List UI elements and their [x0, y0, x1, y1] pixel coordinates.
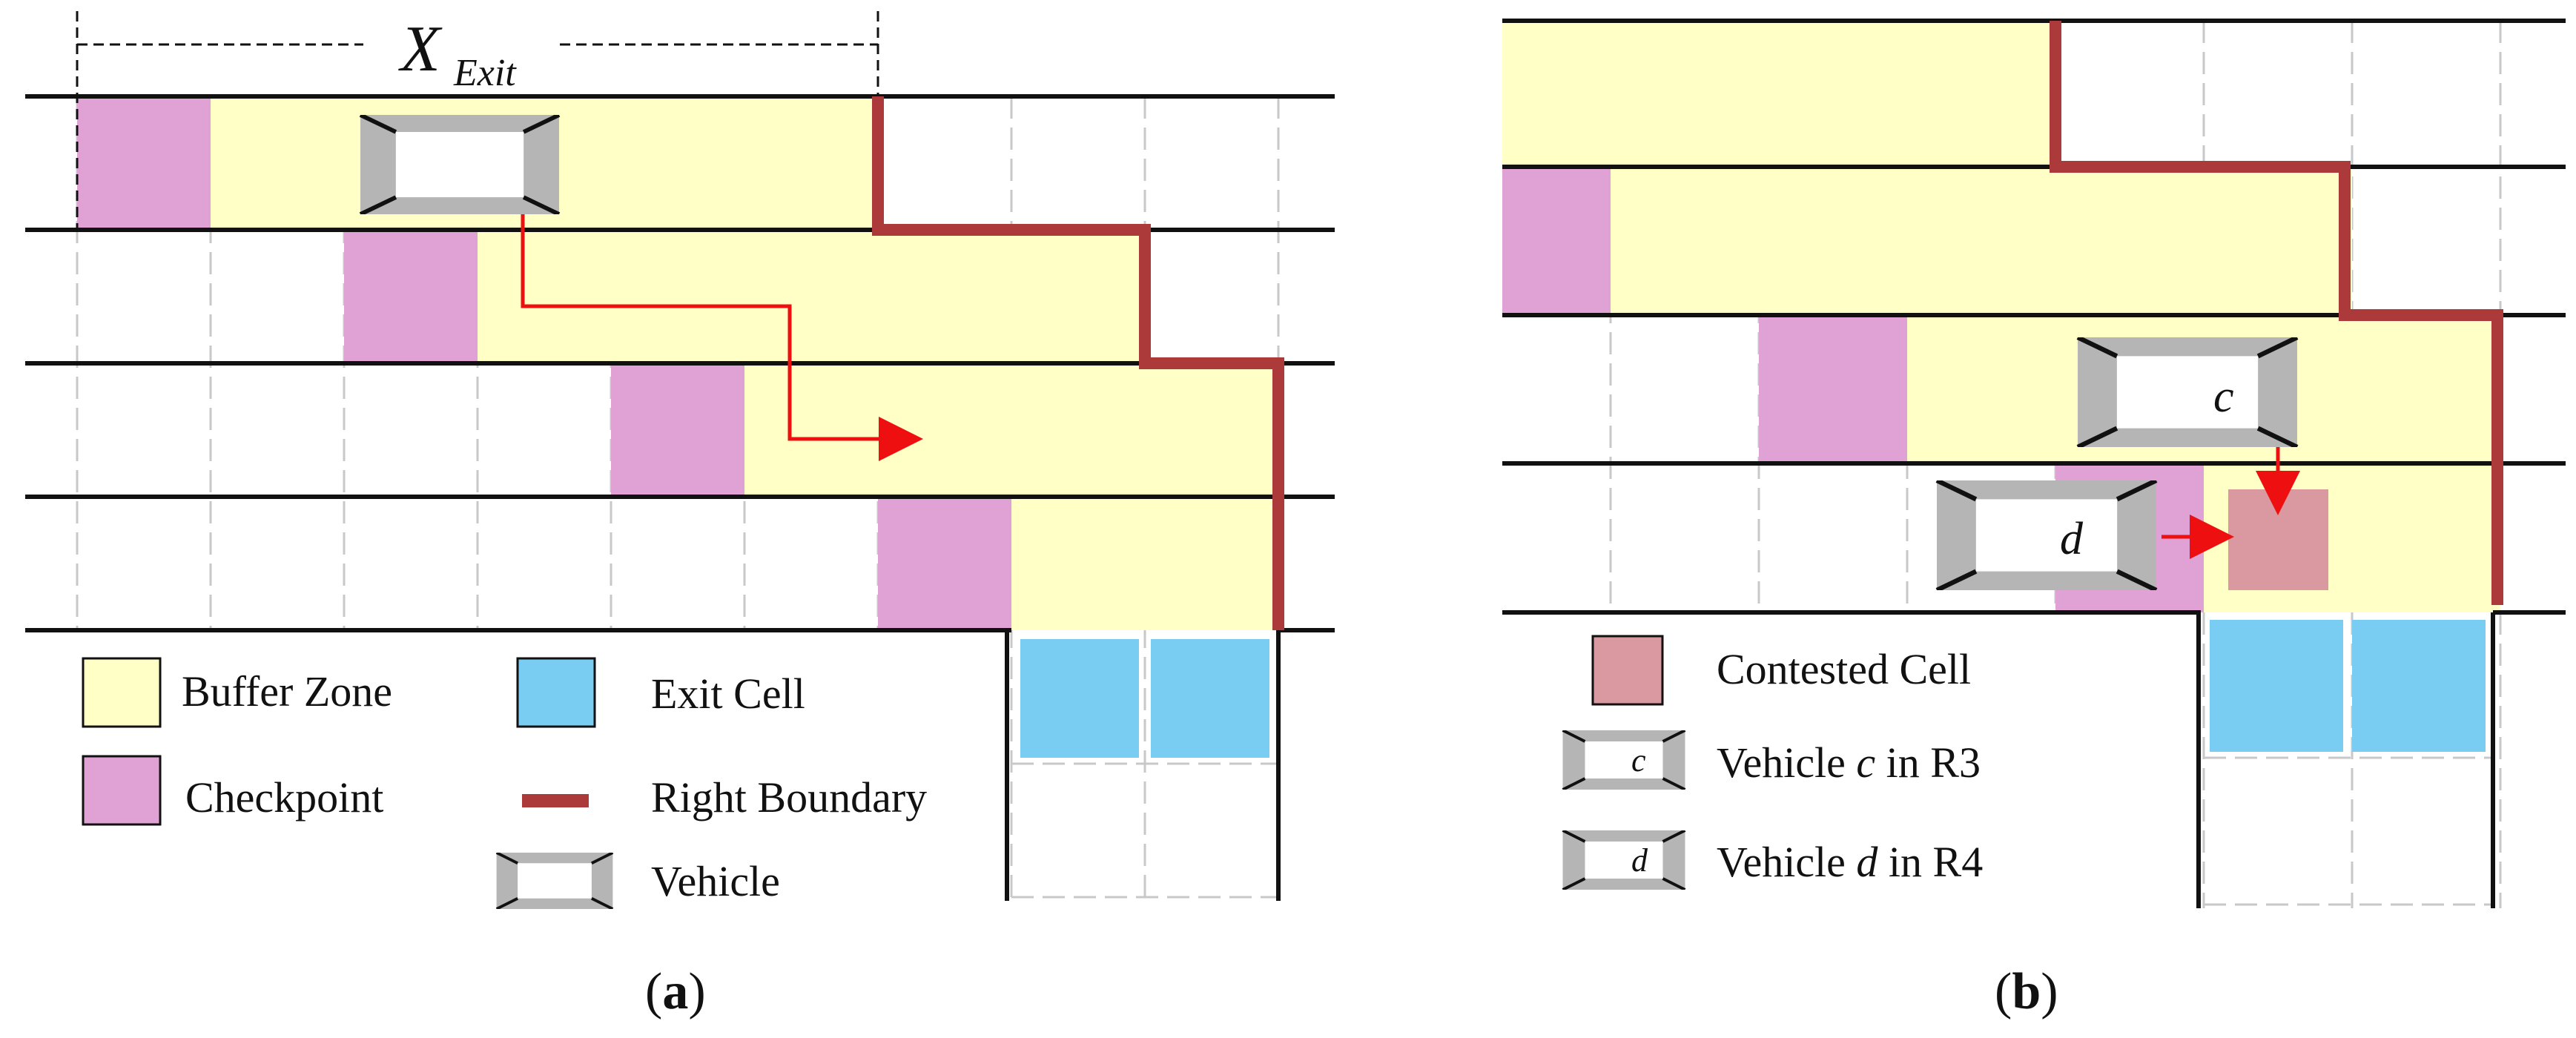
- legend-vehicle-c-icon-letter: c: [1631, 742, 1646, 778]
- caption-b: (b): [1995, 963, 2058, 1020]
- vehicle-c-icon: [2078, 337, 2297, 447]
- legend-vehicle-d-letter: d: [1856, 838, 1878, 886]
- legend-contested-swatch: [1591, 635, 1664, 706]
- checkpoint-cell: [77, 96, 211, 230]
- caption-a: (a): [645, 963, 706, 1020]
- exit-cell: [1020, 639, 1139, 758]
- caption-a-letter: a: [662, 963, 688, 1020]
- caption-b-letter: b: [2012, 963, 2041, 1020]
- legend-buffer-swatch: [82, 657, 162, 728]
- dimension-label-sub: Exit: [453, 52, 517, 94]
- legend-vehicle-c: c: [1563, 730, 1685, 790]
- legend-vehicle-d-prefix: Vehicle: [1717, 838, 1856, 886]
- legend-vehicle-d-suffix: in R4: [1877, 838, 1983, 886]
- legend-right-boundary: Right Boundary: [651, 773, 927, 822]
- vehicle-icon: [360, 115, 559, 214]
- panel-b-exit-cells: [2210, 620, 2486, 752]
- legend-vehicle-c-text: Vehicle c in R3: [1717, 738, 1981, 787]
- legend-vehicle: Vehicle: [651, 857, 780, 905]
- legend-vehicle-d-icon-letter: d: [1631, 842, 1648, 879]
- contested-cell: [2228, 489, 2328, 590]
- checkpoint-cell: [611, 363, 744, 497]
- exit-cell: [2210, 620, 2343, 752]
- vehicle-d-label: d: [2060, 514, 2084, 564]
- legend-vehicle-c-icon: [1563, 730, 1685, 790]
- legend-vehicle-d-text: Vehicle d in R4: [1717, 838, 1983, 886]
- panel-a-legend: Buffer Zone Checkpoint Exit Cell Right B…: [82, 657, 927, 909]
- legend-vehicle-icon: [495, 853, 614, 909]
- panel-a-checkpoints: [77, 96, 1011, 630]
- panel-a-right-boundary: [872, 96, 1284, 630]
- legend-exit-cell: Exit Cell: [651, 670, 805, 718]
- vehicle-d-icon: [1937, 480, 2156, 590]
- panel-a: X Exit Buffer Zone Checkpoint Exit Cell …: [25, 11, 1335, 1020]
- legend-exit-swatch: [516, 657, 596, 728]
- vehicle-c: c: [2078, 337, 2297, 447]
- legend-vehicle-c-letter: c: [1856, 738, 1875, 787]
- legend-buffer-zone: Buffer Zone: [182, 667, 392, 715]
- panel-a-lane-lines: [25, 94, 1335, 901]
- legend-vehicle-d: d: [1563, 830, 1685, 890]
- dimension-x-exit: X Exit: [76, 11, 879, 230]
- vehicle-d: d: [1937, 480, 2156, 590]
- checkpoint-cell: [1502, 167, 1611, 315]
- checkpoint-cell: [878, 497, 1011, 630]
- legend-vehicle-c-prefix: Vehicle: [1717, 738, 1856, 787]
- checkpoint-cell: [1759, 315, 1907, 463]
- checkpoint-cell: [344, 230, 478, 363]
- exit-cell: [1151, 639, 1269, 758]
- legend-checkpoint-swatch: [82, 755, 162, 826]
- panel-b: c d Contested Cell c Vehicle c in R3 d V…: [1502, 19, 2566, 1020]
- panel-b-right-boundary: [2050, 21, 2503, 605]
- panel-b-legend: Contested Cell c Vehicle c in R3 d Vehic…: [1563, 635, 1983, 890]
- exit-cell: [2352, 620, 2486, 752]
- panel-a-vehicle-path-arrow: [521, 214, 923, 461]
- panel-a-exit-cells: [1020, 639, 1269, 758]
- legend-checkpoint: Checkpoint: [185, 773, 383, 822]
- legend-vehicle-c-suffix: in R3: [1875, 738, 1981, 787]
- legend-vehicle-d-icon: [1563, 830, 1685, 890]
- legend-contested-cell: Contested Cell: [1717, 645, 1971, 693]
- vehicle-c-label: c: [2213, 371, 2234, 422]
- dimension-label-main: X: [398, 13, 443, 85]
